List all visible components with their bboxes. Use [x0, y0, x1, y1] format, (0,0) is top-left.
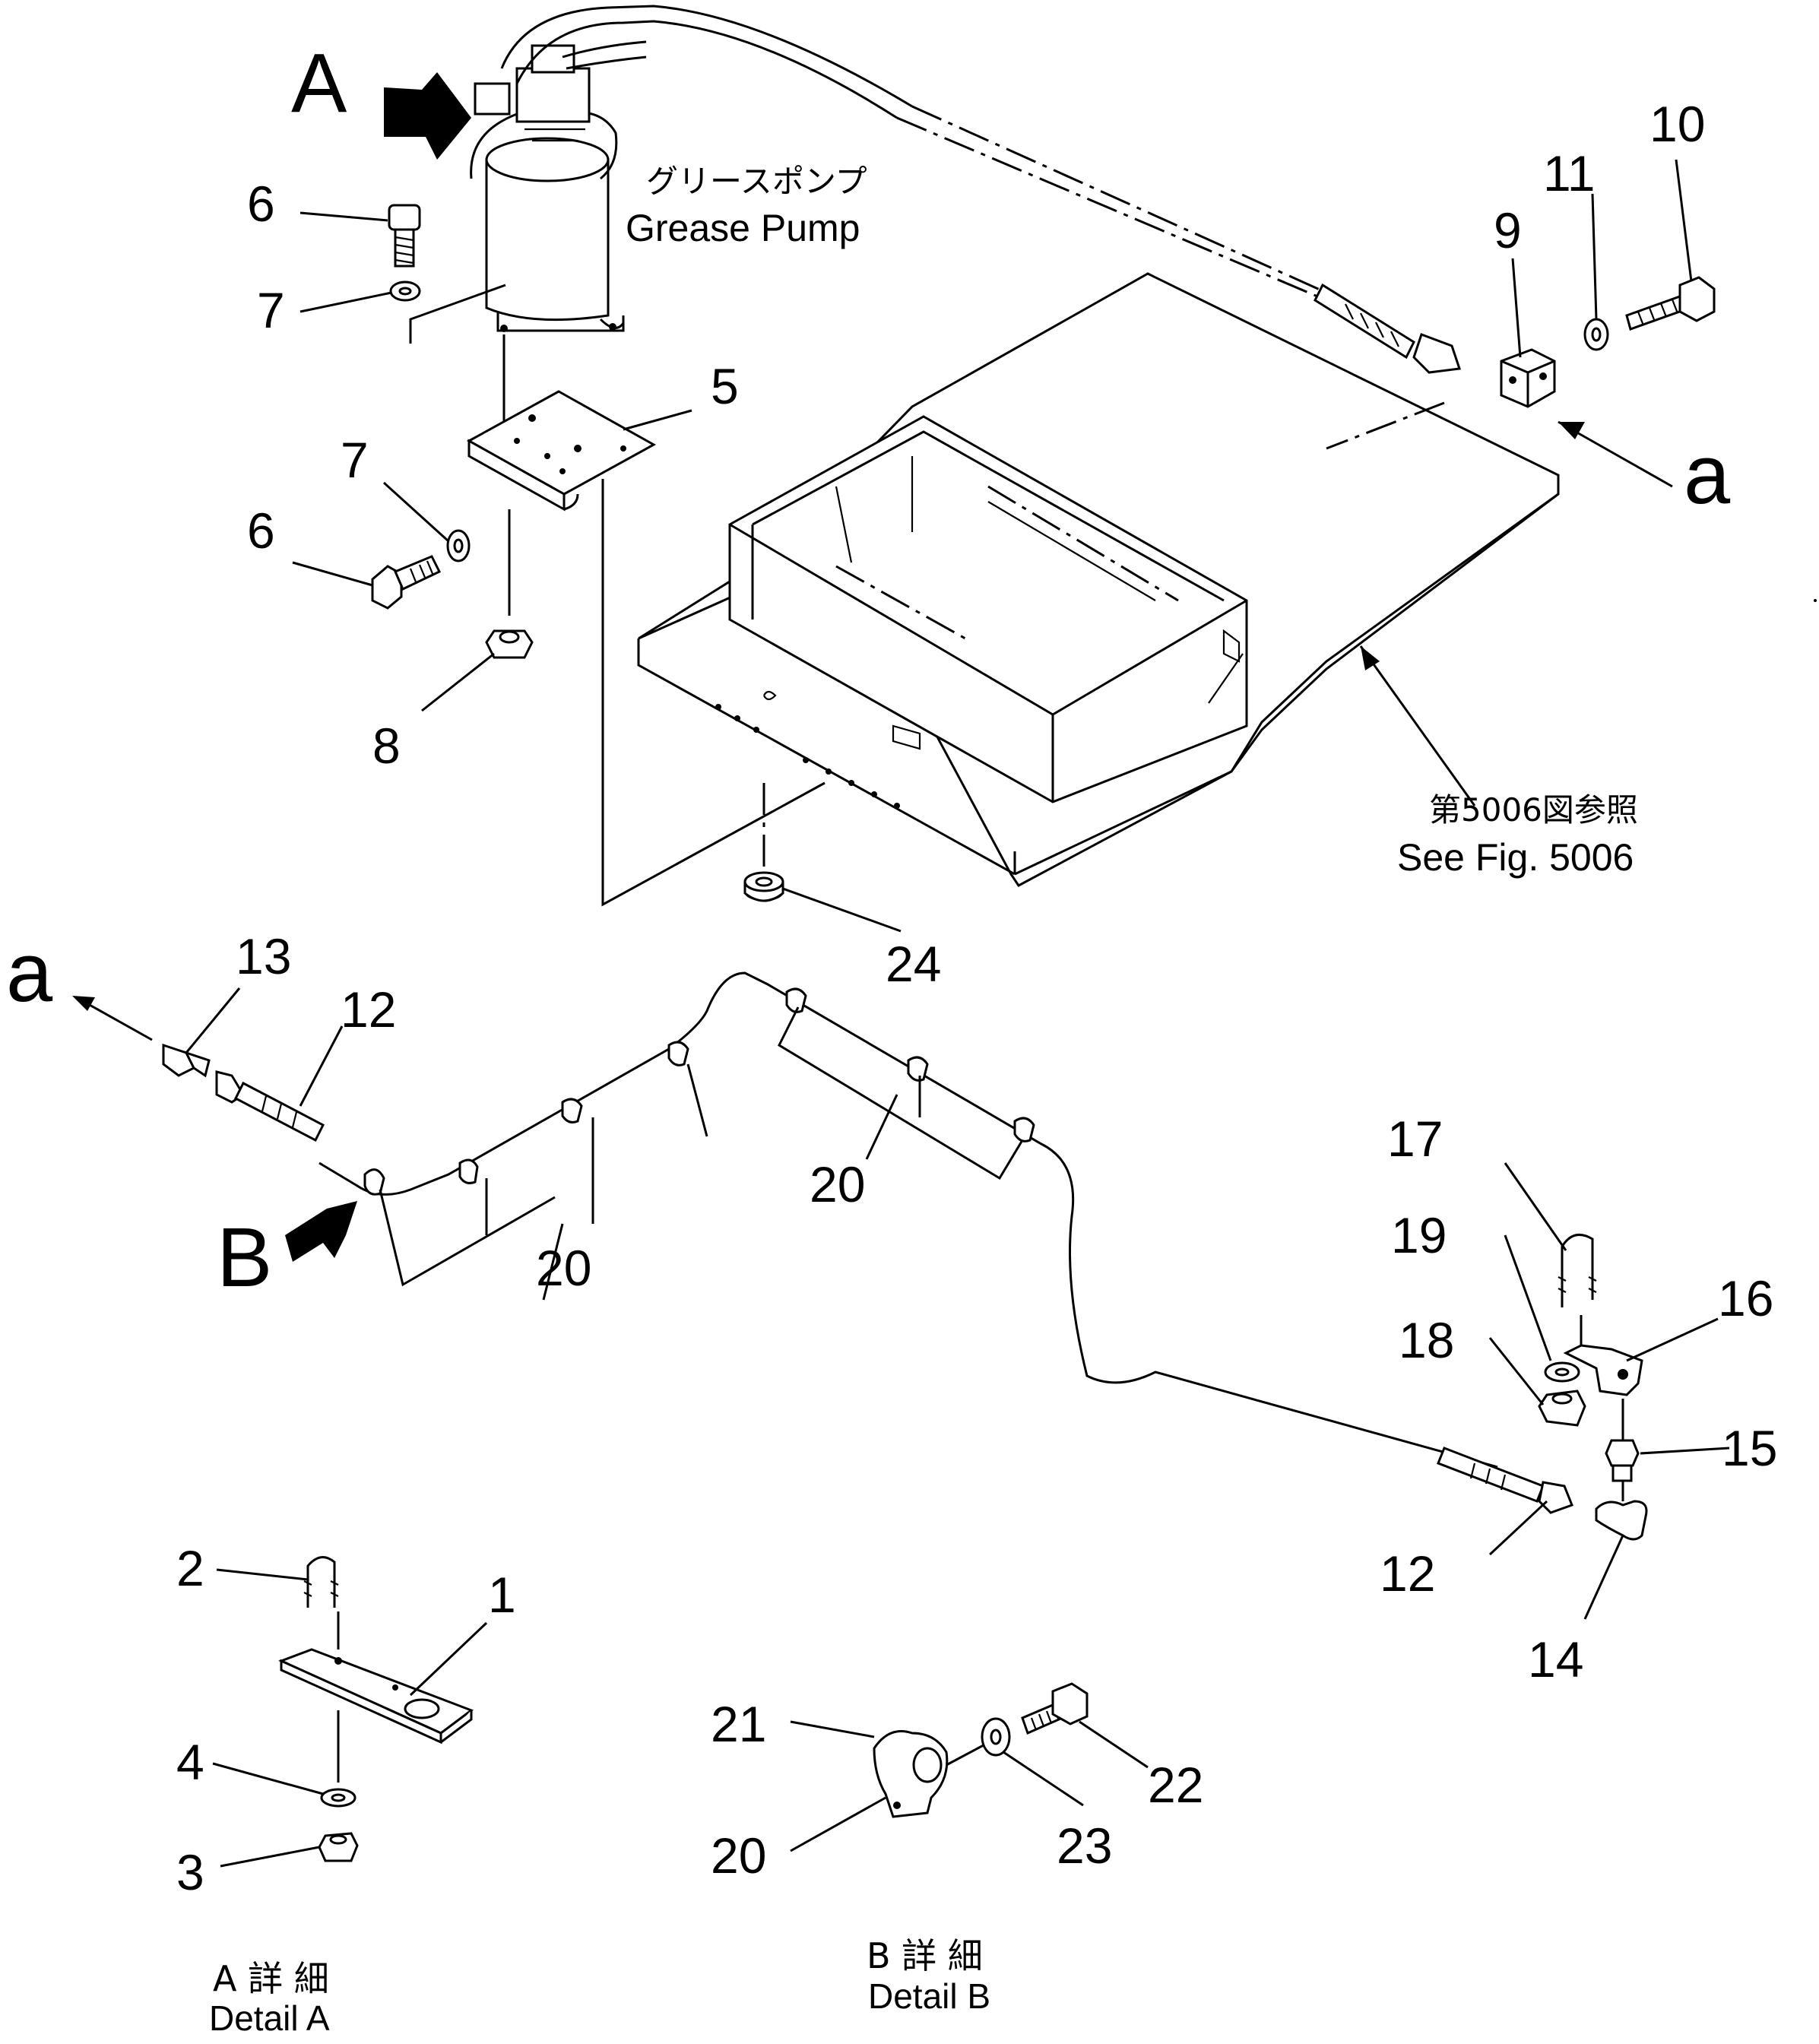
elbow-14 — [1595, 1500, 1648, 1541]
part-label-6-lower: 6 — [247, 502, 275, 559]
part-label-5: 5 — [711, 358, 739, 414]
u-bolt-2 — [303, 1556, 339, 1608]
part-label-2: 2 — [176, 1540, 204, 1596]
grease-pump-label-jp: グリースポンプ — [646, 163, 867, 200]
hose-end-12-left — [215, 1070, 325, 1142]
hose-route-lower — [318, 971, 1498, 1469]
detail-a-caption-jp: A 詳 細 — [213, 1958, 329, 1999]
plug-24 — [743, 871, 784, 902]
bolt-22 — [1021, 1682, 1089, 1735]
part-label-10: 10 — [1649, 96, 1706, 152]
part-label-21: 21 — [711, 1696, 767, 1752]
part-label-17: 17 — [1387, 1111, 1443, 1167]
clip-21 — [873, 1730, 949, 1818]
nut-8 — [485, 629, 534, 659]
part-label-14: 14 — [1528, 1631, 1584, 1687]
washer-4 — [320, 1788, 357, 1808]
part-label-11: 11 — [1543, 145, 1596, 201]
part-label-20-detail: 20 — [711, 1827, 767, 1884]
part-label-7-upper: 7 — [257, 282, 285, 338]
part-label-20-middle: 20 — [810, 1156, 866, 1212]
bolt-6-upper — [388, 204, 421, 268]
tray-assembly — [637, 272, 1560, 887]
see-fig-label-en: See Fig. 5006 — [1397, 836, 1634, 879]
junction-block-9 — [1500, 348, 1556, 408]
part-label-13: 13 — [236, 928, 292, 984]
detail-b-group — [790, 1682, 1149, 1852]
part-label-1: 1 — [488, 1567, 516, 1623]
washer-7-upper — [389, 280, 421, 302]
bolt-6-lower — [371, 555, 442, 610]
part-label-22: 22 — [1148, 1757, 1204, 1813]
grease-pump — [470, 5, 913, 332]
detail-b-caption-jp: B 詳 細 — [867, 1935, 983, 1976]
washer-11 — [1583, 318, 1609, 351]
detail-b-caption-en: Detail B — [868, 1976, 991, 2016]
part-label-19: 19 — [1391, 1207, 1447, 1263]
nipple-13 — [162, 1043, 211, 1078]
view-label-b: B — [217, 1211, 273, 1304]
detail-a-group — [212, 1556, 488, 1868]
view-arrow-b — [285, 1201, 357, 1262]
detail-a-caption-en: Detail A — [209, 1998, 330, 2038]
mounting-plate-5 — [466, 390, 657, 512]
scan-speck — [1814, 599, 1817, 602]
clamp-block-16 — [1563, 1344, 1643, 1396]
nut-18 — [1538, 1390, 1586, 1427]
view-arrow-a — [384, 72, 471, 160]
part-label-3: 3 — [176, 1844, 204, 1900]
nipple-15 — [1605, 1439, 1640, 1482]
part-label-8: 8 — [372, 718, 401, 774]
part-label-6-upper: 6 — [247, 176, 275, 232]
u-bolt-17 — [1558, 1233, 1597, 1307]
part-label-16: 16 — [1718, 1270, 1774, 1326]
bracket-plate-1 — [278, 1648, 474, 1745]
nut-3 — [318, 1832, 359, 1862]
part-label-15: 15 — [1722, 1420, 1778, 1476]
washer-23 — [981, 1717, 1011, 1757]
connection-label-a-left: a — [6, 926, 53, 1019]
grease-pump-label-en: Grease Pump — [626, 207, 860, 249]
washer-19 — [1544, 1361, 1580, 1383]
part-label-9: 9 — [1494, 202, 1522, 258]
part-label-4: 4 — [176, 1734, 204, 1790]
part-label-12-right: 12 — [1380, 1545, 1436, 1602]
bolt-10 — [1625, 276, 1716, 331]
see-fig-label-jp: 第5006図参照 — [1429, 791, 1638, 829]
connection-label-a-right: a — [1684, 428, 1731, 521]
part-label-7-lower: 7 — [341, 432, 369, 488]
part-label-12-left: 12 — [341, 981, 397, 1038]
part-label-23: 23 — [1057, 1817, 1113, 1874]
view-label-a: A — [291, 36, 347, 130]
hose-end-12-right — [1437, 1447, 1573, 1514]
part-label-18: 18 — [1399, 1312, 1455, 1368]
washer-7-lower — [446, 529, 471, 562]
hose-end-upper — [1314, 283, 1462, 374]
part-label-24: 24 — [886, 936, 942, 992]
part-label-20-left: 20 — [536, 1240, 592, 1296]
